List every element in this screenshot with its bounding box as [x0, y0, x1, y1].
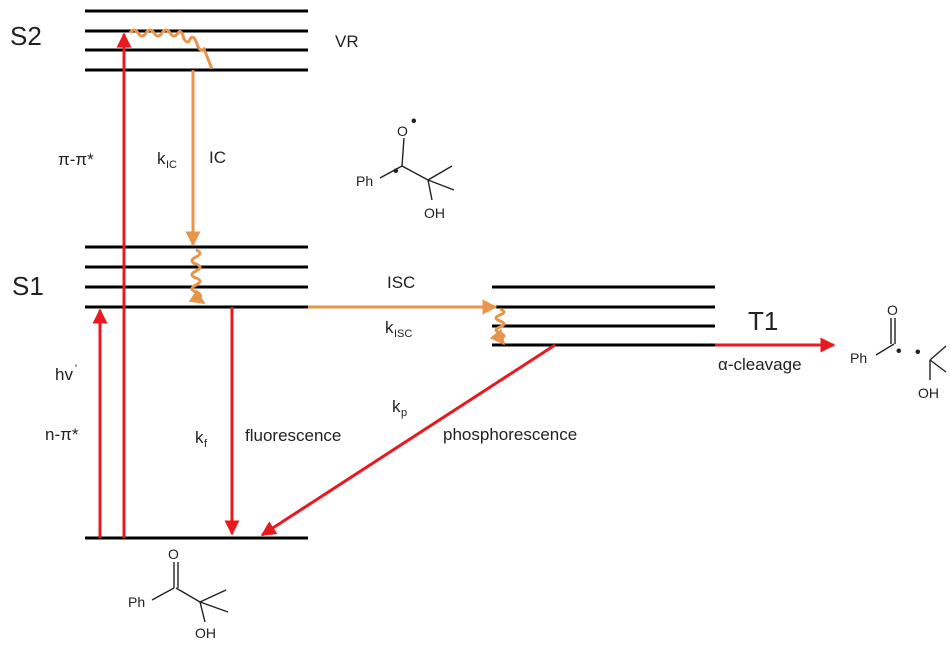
t1-label: T1 — [748, 306, 778, 336]
fluorescence-label: fluorescence — [245, 426, 341, 445]
k-f-label: k f — [195, 428, 208, 450]
k-p-k: k — [392, 397, 401, 416]
hv-prime: ' — [75, 363, 77, 375]
phosphorescence-arrow — [260, 343, 556, 537]
cleavage-fragments: Ph O • • OH — [850, 302, 947, 401]
s2-label: S2 — [10, 21, 42, 51]
excited-ph: Ph — [356, 173, 373, 189]
k-f-sub: f — [204, 438, 208, 450]
pi-pi-star-label: π-π* — [58, 150, 94, 169]
phosphorescence-label: phosphorescence — [443, 425, 577, 444]
k-isc-label: k ISC — [385, 318, 412, 340]
vr-s1-wavy — [188, 248, 206, 305]
k-ic-sub: IC — [166, 159, 177, 171]
s1-levels — [85, 245, 308, 309]
alpha-cleavage-label: α-cleavage — [718, 355, 802, 374]
fragment-o: O — [887, 302, 898, 318]
k-f-k: k — [195, 428, 204, 447]
fragment-oh: OH — [918, 385, 939, 401]
k-p-sub: p — [401, 407, 407, 419]
ground-o: O — [168, 546, 179, 562]
excited-c-radical: • — [393, 163, 399, 180]
s1-label: S1 — [12, 271, 44, 301]
vr-label: VR — [335, 32, 359, 51]
k-isc-sub: ISC — [394, 328, 412, 340]
hv-label: hv ' — [55, 363, 77, 384]
excited-state-molecule: Ph O • • OH — [356, 113, 455, 221]
k-ic-label: k IC — [157, 149, 177, 171]
excited-o-radical: • — [411, 113, 417, 130]
k-p-label: k p — [392, 397, 407, 419]
excited-o: O — [397, 123, 408, 139]
fragment-acyl-radical: • — [896, 343, 902, 360]
hv-text: hv — [55, 365, 73, 384]
ground-state-molecule: Ph O OH — [128, 546, 229, 641]
ground-ph: Ph — [128, 594, 145, 610]
ic-label: IC — [209, 148, 226, 167]
s2-levels — [85, 9, 308, 72]
vr-s2-wavy — [128, 28, 214, 70]
n-pi-star-label: n-π* — [45, 425, 79, 444]
fragment-ph: Ph — [850, 350, 867, 366]
k-isc-k: k — [385, 318, 394, 337]
isc-label: ISC — [387, 273, 415, 292]
excited-oh: OH — [424, 205, 445, 221]
ground-oh: OH — [195, 625, 216, 641]
t1-levels — [492, 285, 715, 347]
fragment-alkyl-radical: • — [915, 344, 921, 361]
k-ic-k: k — [157, 149, 166, 168]
vr-t1-wavy — [489, 307, 506, 346]
